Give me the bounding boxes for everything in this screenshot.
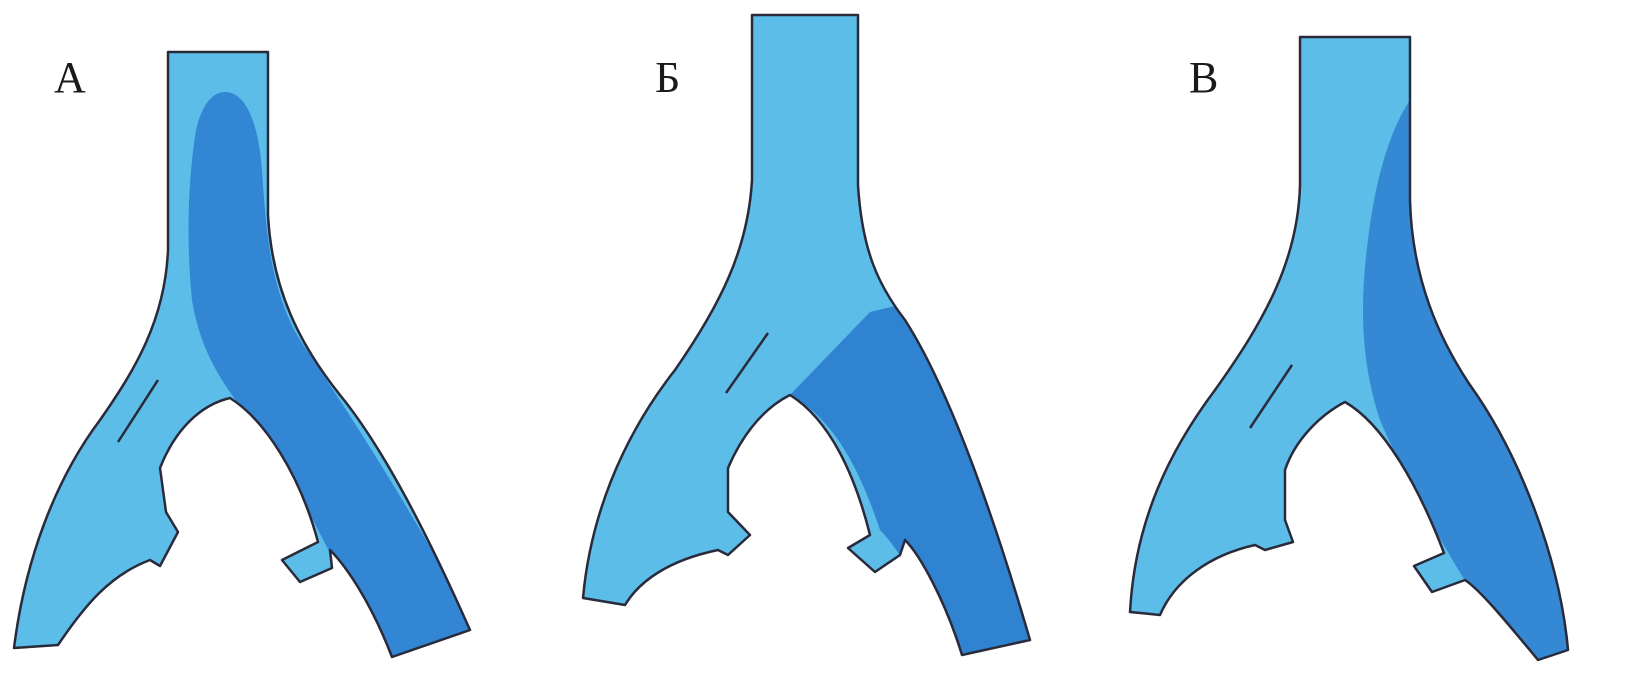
panel-label-b: Б (655, 56, 680, 100)
panel-label-a: А (54, 56, 86, 100)
vessel-a-dark-stream (189, 92, 480, 665)
panel-label-c: В (1189, 56, 1218, 100)
vessel-c-dark-stream (1363, 60, 1600, 665)
vessel-c (1130, 37, 1600, 665)
vessel-b (583, 15, 1045, 668)
vessel-a (14, 52, 480, 665)
